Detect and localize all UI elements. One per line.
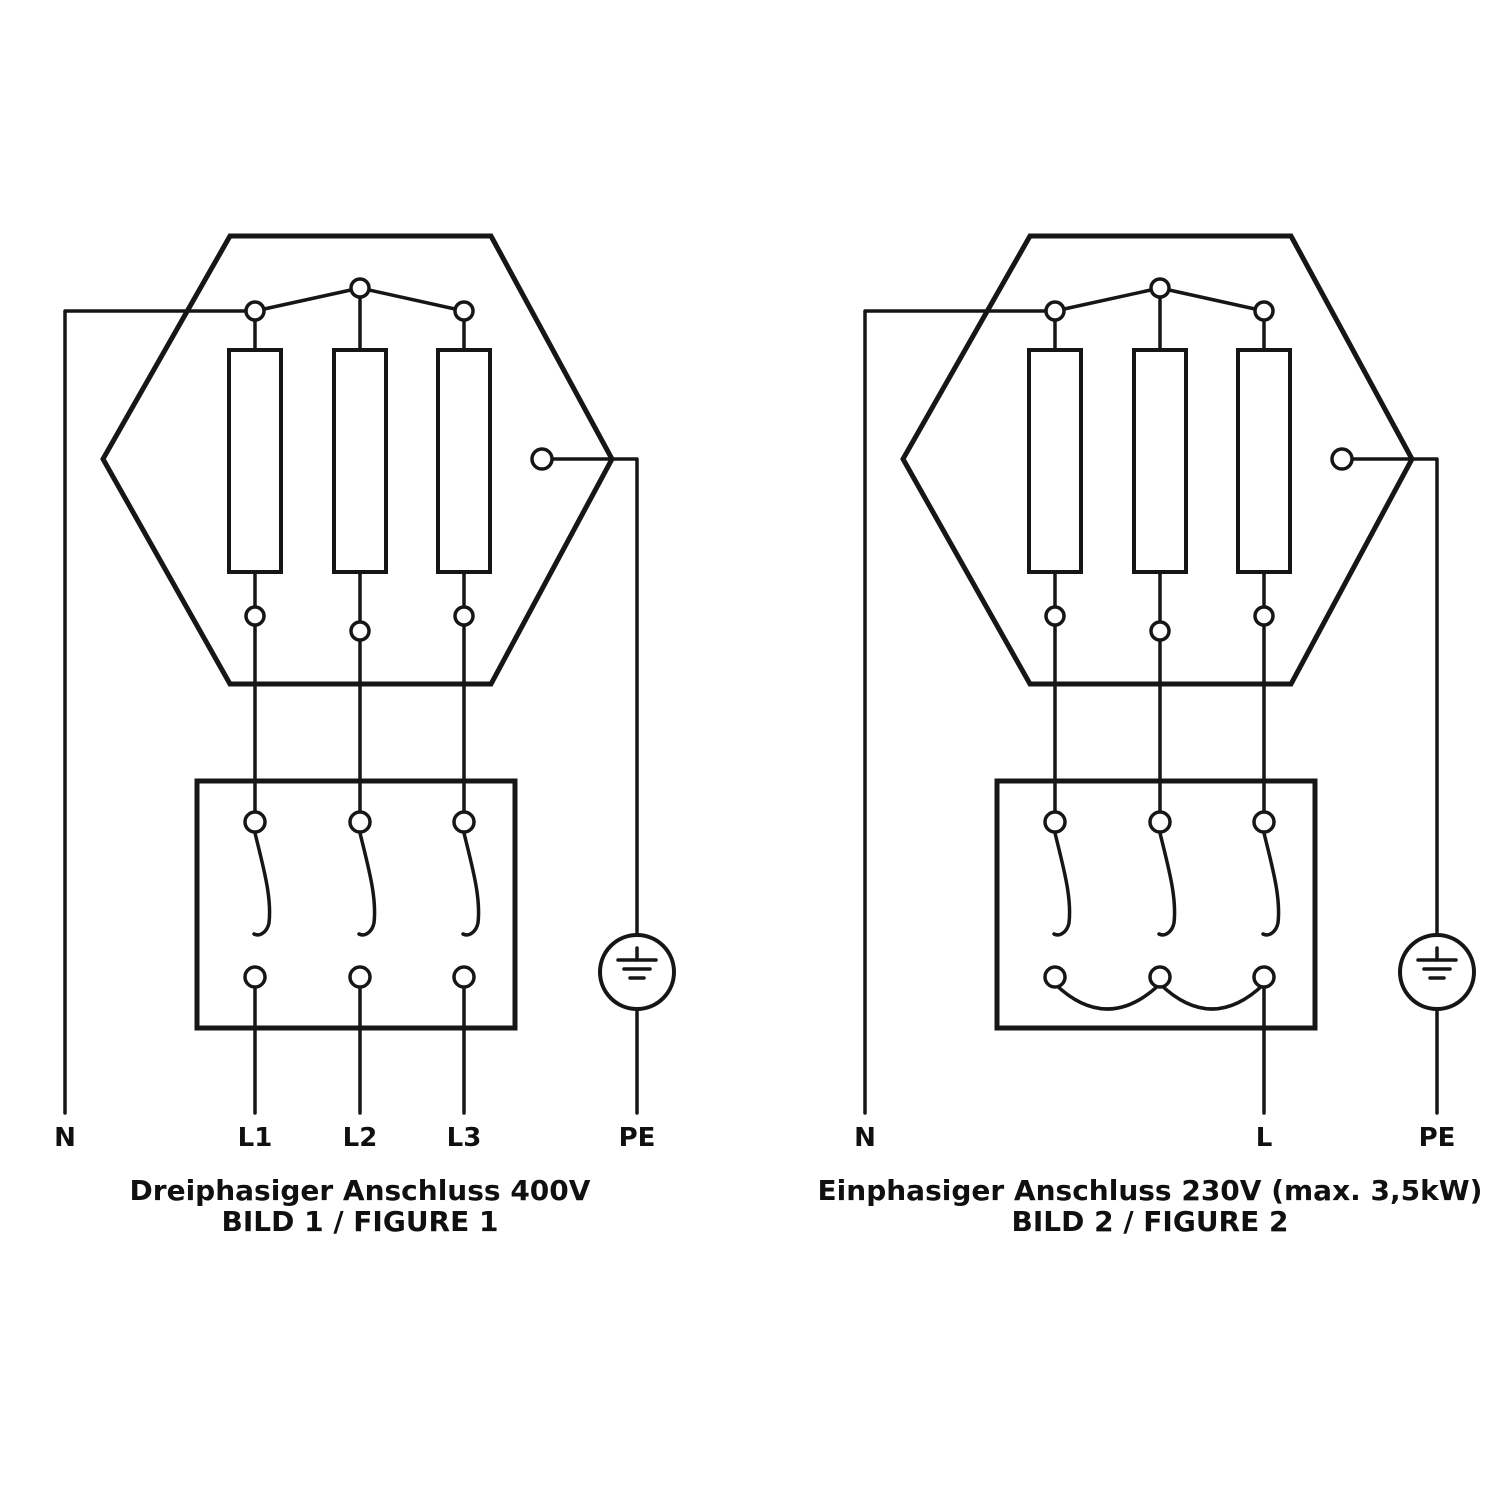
pe-terminal	[1330, 447, 1354, 471]
heating-element-1	[227, 348, 283, 574]
earth-ground-icon	[598, 933, 676, 1011]
switch-blade-2	[357, 831, 377, 937]
neutral-wire	[863, 309, 1057, 1115]
top-terminal-2	[1149, 277, 1171, 299]
top-terminal-3	[1253, 300, 1275, 322]
switch-blade-2	[1157, 831, 1177, 937]
top-terminal-3	[453, 300, 475, 322]
switch-blade-3	[461, 831, 481, 937]
box-top-terminal-2	[348, 810, 372, 834]
heating-element-2	[332, 348, 388, 574]
mid-terminal-3	[453, 605, 475, 627]
heating-element-3	[436, 348, 492, 574]
mid-terminal-3	[1253, 605, 1275, 627]
switch-blade-1	[1052, 831, 1072, 937]
terminal-label-pe: PE	[1419, 1123, 1456, 1153]
figure1-caption-number: BILD 1 / FIGURE 1	[222, 1205, 499, 1238]
box-bottom-terminal-2	[1148, 965, 1172, 989]
earth-ground-icon	[1398, 933, 1476, 1011]
box-top-terminal-2	[1148, 810, 1172, 834]
neutral-wire	[63, 309, 257, 1115]
switch-blade-1	[252, 831, 272, 937]
terminal-label-l3: L3	[447, 1123, 482, 1153]
terminal-label-n: N	[854, 1123, 876, 1153]
box-bottom-terminal-1	[243, 965, 267, 989]
bottom-bridge-link-1	[1053, 982, 1162, 1011]
terminal-box-outline	[994, 778, 1318, 1031]
figure2-single-phase-diagram: N L PE Einphasiger Anschluss 230V (max. …	[818, 233, 1483, 1238]
heater-body-outline	[900, 233, 1415, 687]
heating-element-3	[1236, 348, 1292, 574]
figure2-caption-title: Einphasiger Anschluss 230V (max. 3,5kW)	[818, 1174, 1483, 1207]
bottom-bridge-link-2	[1158, 982, 1266, 1011]
top-terminal-1	[244, 300, 266, 322]
pe-wire	[1350, 457, 1439, 937]
pe-terminal	[530, 447, 554, 471]
box-bottom-terminal-1	[1043, 965, 1067, 989]
terminal-box-outline	[194, 778, 518, 1031]
box-bottom-terminal-3	[1252, 965, 1276, 989]
top-terminal-1	[1044, 300, 1066, 322]
figure2-caption-number: BILD 2 / FIGURE 2	[1012, 1205, 1289, 1238]
mid-terminal-1	[1044, 605, 1066, 627]
terminal-label-pe: PE	[619, 1123, 656, 1153]
heating-element-2	[1132, 348, 1188, 574]
figure1-three-phase-diagram: N L1 L2 L3 PE Dreiphasiger Anschluss 400…	[54, 233, 676, 1238]
switch-blade-3	[1261, 831, 1281, 937]
box-top-terminal-3	[1252, 810, 1276, 834]
mid-terminal-2	[349, 620, 371, 642]
box-bottom-terminal-3	[452, 965, 476, 989]
figure1-caption-title: Dreiphasiger Anschluss 400V	[130, 1174, 591, 1207]
terminal-label-l1: L1	[238, 1123, 273, 1153]
heating-element-1	[1027, 348, 1083, 574]
top-terminal-2	[349, 277, 371, 299]
box-top-terminal-1	[1043, 810, 1067, 834]
pe-wire	[550, 457, 639, 937]
mid-terminal-2	[1149, 620, 1171, 642]
terminal-label-l2: L2	[343, 1123, 378, 1153]
box-top-terminal-3	[452, 810, 476, 834]
terminal-label-n: N	[54, 1123, 76, 1153]
box-top-terminal-1	[243, 810, 267, 834]
box-bottom-terminal-2	[348, 965, 372, 989]
heater-body-outline	[100, 233, 615, 687]
mid-terminal-1	[244, 605, 266, 627]
terminal-label-l: L	[1256, 1123, 1273, 1153]
